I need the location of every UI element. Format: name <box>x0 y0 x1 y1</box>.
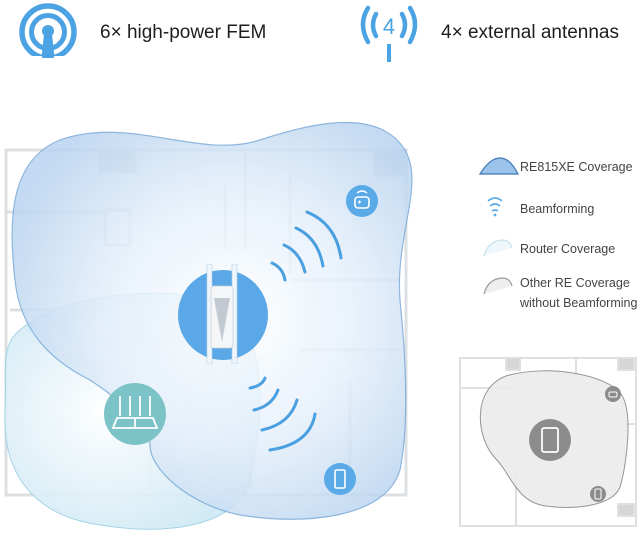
router-icon <box>103 382 167 446</box>
main-coverage-diagram <box>0 100 440 536</box>
router-coverage-swatch-icon <box>482 238 514 258</box>
comparison-coverage-diagram <box>456 354 640 534</box>
legend-beamforming: Beamforming <box>520 202 595 216</box>
legend-other-re-coverage: Other RE Coverage without Beamforming <box>520 276 638 310</box>
other-re-coverage-swatch-icon <box>482 276 514 296</box>
feature-antennas-label: 4× external antennas <box>441 22 619 43</box>
feature-fem: 6× high-power FEM <box>14 0 314 64</box>
legend-re-coverage: RE815XE Coverage <box>520 160 633 174</box>
range-extender-icon <box>178 264 268 364</box>
range-extender-gray-icon <box>529 419 571 461</box>
beamforming-icon <box>486 196 504 218</box>
svg-text:4: 4 <box>383 14 395 39</box>
legend-router-coverage: Router Coverage <box>520 242 616 256</box>
re-coverage-swatch-icon <box>478 156 520 176</box>
smartphone-gray-icon <box>590 486 606 502</box>
beamforming-waves-lower <box>248 376 317 452</box>
smartphone-icon <box>323 462 357 496</box>
broadcast-tower-icon <box>18 2 78 62</box>
game-controller-gray-icon <box>605 386 621 402</box>
feature-fem-label: 6× high-power FEM <box>100 22 267 43</box>
legend: RE815XE Coverage Beamforming Router Cove… <box>478 152 640 312</box>
beamforming-waves-upper <box>270 210 343 282</box>
feature-antennas: 4 4× external antennas <box>350 0 640 64</box>
game-controller-icon <box>345 184 379 218</box>
antenna-4-icon: 4 <box>354 2 424 64</box>
